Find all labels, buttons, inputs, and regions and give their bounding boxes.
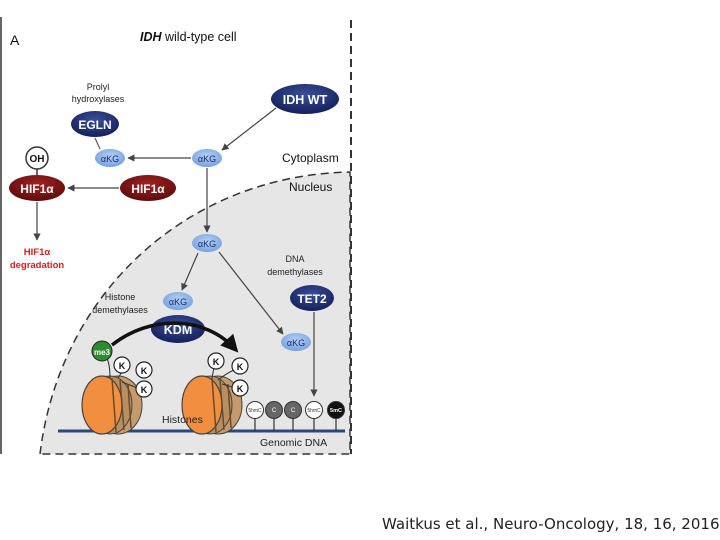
citation: Waitkus et al., Neuro-Oncology, 18, 16, …	[382, 515, 720, 533]
title-rest: wild-type cell	[162, 30, 237, 44]
tet2-node	[290, 285, 334, 311]
lysine-k4	[207, 352, 225, 370]
idh-wt-label: IDH WT	[283, 93, 328, 107]
dna-mark-5: 5mC	[327, 401, 345, 431]
lysine-k1-label: K	[119, 361, 126, 371]
cytoplasm-label: Cytoplasm	[282, 151, 339, 165]
akg-node-egln	[95, 149, 125, 167]
me3-label: me3	[94, 348, 111, 357]
dna-demethylases-label-1: DNA	[285, 254, 304, 264]
lysine-k3	[135, 380, 153, 398]
prolyl-label-2: hydroxylases	[72, 94, 125, 104]
tet2-label: TET2	[297, 292, 327, 306]
akg-node-cytoplasm	[192, 149, 222, 167]
dna-demethylases-label-2: demethylases	[267, 267, 323, 277]
hif1a-hydroxylated-label: HIF1α	[20, 182, 54, 196]
panel-label: A	[10, 32, 20, 48]
title-idh: IDH	[140, 30, 163, 44]
dna-mark-1-label: 5hmC	[248, 408, 262, 414]
lysine-k6-label: K	[237, 384, 244, 394]
prolyl-label-1: Prolyl	[87, 82, 110, 92]
lysine-k3-label: K	[141, 385, 148, 395]
nucleosome-methylated	[81, 375, 143, 435]
egln-label: EGLN	[78, 118, 111, 132]
akg-label-cytoplasm: αKG	[198, 154, 216, 164]
lysine-k2	[135, 361, 153, 379]
nucleus-label: Nucleus	[289, 180, 332, 194]
akg-label-nucleus: αKG	[198, 239, 216, 249]
lysine-k1	[113, 356, 131, 374]
dna-mark-4: 5hmC	[305, 401, 323, 431]
kdm-label: KDM	[164, 323, 192, 337]
histones-label: Histones	[162, 414, 203, 426]
genomic-dna-label: Genomic DNA	[260, 437, 327, 449]
hif1a-hydroxylated-node	[9, 175, 65, 201]
arrow-akg-to-tet2-akg	[218, 251, 284, 335]
figure-title: IDH wild-type cell	[140, 30, 237, 44]
dna-mark-5-label: 5mC	[330, 408, 342, 414]
dna-mark-3: C	[284, 401, 302, 431]
arrow-kdm-demethylation	[110, 321, 239, 353]
akg-node-kdm	[163, 292, 193, 310]
lysine-k2-label: K	[141, 366, 148, 376]
dna-mark-1: 5hmC	[246, 401, 264, 431]
akg-label-kdm: αKG	[169, 297, 187, 307]
lysine-k5	[231, 357, 249, 375]
egln-node	[71, 111, 119, 137]
dna-mark-2: C	[265, 401, 283, 431]
histone-demethylases-label-2: demethylases	[92, 305, 148, 315]
dna-mark-4-label: 5hmC	[307, 408, 321, 414]
dna-mark-2-label: C	[272, 408, 277, 414]
hif1a-node	[120, 175, 176, 201]
histone-demethylases-label-1: Histone	[105, 292, 136, 302]
nucleosome-demethylated	[181, 375, 243, 435]
arrow-akg-to-kdm-akg	[181, 252, 199, 291]
lysine-k5-label: K	[237, 362, 244, 372]
akg-label-egln: αKG	[101, 154, 119, 164]
hif1a-label: HIF1α	[131, 182, 165, 196]
oh-label: OH	[30, 154, 45, 165]
idh-wt-node	[271, 84, 339, 114]
hif1a-degradation-label-1: HIF1α	[24, 247, 51, 258]
akg-label-tet2: αKG	[287, 338, 305, 348]
hif1a-degradation-label-2: degradation	[10, 260, 65, 271]
me3-node	[91, 340, 113, 362]
lysine-k4-label: K	[213, 357, 220, 367]
arrow-egln-to-akg	[94, 137, 101, 150]
arrow-idh-to-akg	[221, 107, 277, 151]
akg-node-tet2	[281, 333, 311, 351]
dna-mark-3-label: C	[291, 408, 296, 414]
akg-node-nucleus	[192, 234, 222, 252]
lysine-k6	[231, 379, 249, 397]
